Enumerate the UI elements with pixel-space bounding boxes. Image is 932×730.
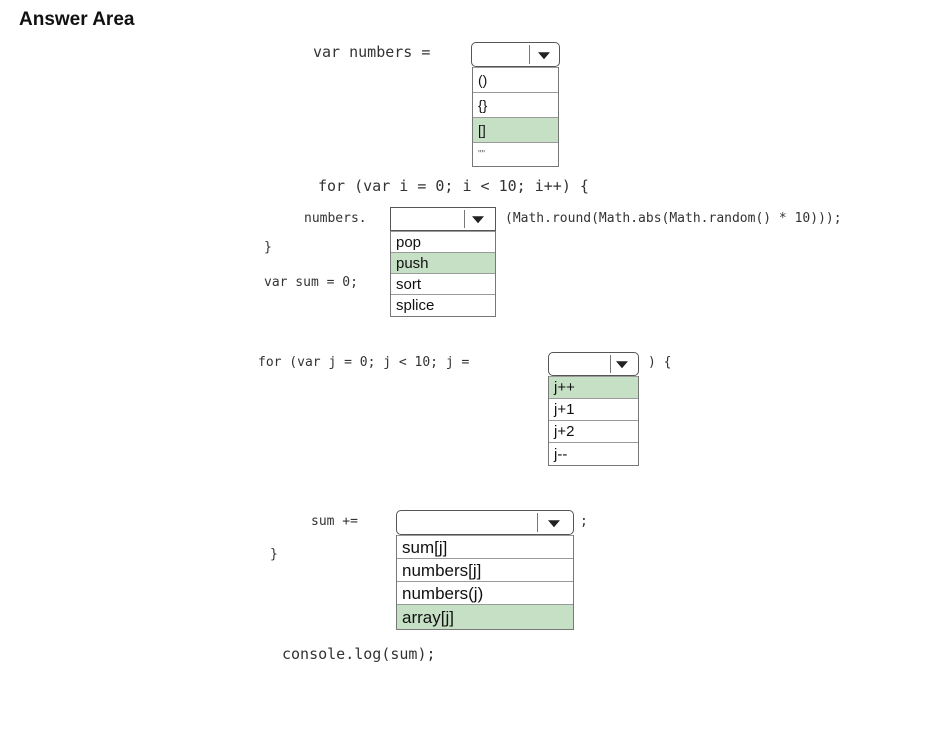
code-sum-plus-equals: sum +=	[311, 514, 358, 529]
code-brace-close-1: }	[264, 240, 272, 255]
code-numbers-prefix: numbers.	[304, 211, 367, 226]
option-array-j[interactable]: array[j]	[397, 604, 573, 629]
code-numbers-suffix: (Math.round(Math.abs(Math.random() * 10)…	[505, 211, 842, 226]
code-console-log: console.log(sum);	[282, 645, 436, 663]
dropdown-separator	[537, 513, 538, 532]
code-sum-semicolon: ;	[580, 514, 588, 529]
chevron-down-icon	[548, 519, 560, 527]
chevron-down-icon	[616, 361, 628, 369]
option-sort[interactable]: sort	[391, 273, 495, 294]
option-push[interactable]: push	[391, 252, 495, 273]
code-var-sum: var sum = 0;	[264, 275, 358, 290]
sum-operand-dropdown: sum[j] numbers[j] numbers(j) array[j]	[396, 510, 574, 630]
code-var-numbers: var numbers =	[313, 43, 431, 61]
code-brace-close-2: }	[270, 547, 278, 562]
numbers-init-dropdown: () {} [] ""	[471, 42, 560, 167]
option-j-plus-1[interactable]: j+1	[549, 398, 638, 420]
option-braces[interactable]: {}	[473, 92, 558, 117]
option-empty-string[interactable]: ""	[473, 142, 558, 166]
numbers-init-select[interactable]	[471, 42, 560, 67]
code-for-i: for (var i = 0; i < 10; i++) {	[318, 177, 589, 195]
loop-increment-dropdown: j++ j+1 j+2 j--	[548, 352, 639, 466]
option-pop[interactable]: pop	[391, 231, 495, 252]
option-brackets[interactable]: []	[473, 117, 558, 142]
chevron-down-icon	[472, 216, 484, 224]
option-parentheses[interactable]: ()	[473, 67, 558, 92]
option-numbers-paren-j[interactable]: numbers(j)	[397, 581, 573, 604]
sum-operand-options: sum[j] numbers[j] numbers(j) array[j]	[396, 535, 574, 630]
dropdown-separator	[529, 45, 530, 64]
option-j-minus-minus[interactable]: j--	[549, 442, 638, 465]
option-j-plus-2[interactable]: j+2	[549, 420, 638, 442]
option-numbers-bracket-j[interactable]: numbers[j]	[397, 558, 573, 581]
dropdown-separator	[610, 355, 611, 373]
option-splice[interactable]: splice	[391, 294, 495, 316]
option-sum-j[interactable]: sum[j]	[397, 535, 573, 558]
array-method-options: pop push sort splice	[390, 231, 496, 317]
dropdown-separator	[464, 210, 465, 228]
numbers-init-options: () {} [] ""	[472, 67, 559, 167]
option-j-plus-plus[interactable]: j++	[549, 376, 638, 398]
chevron-down-icon	[538, 51, 550, 59]
array-method-select[interactable]	[390, 207, 496, 231]
loop-increment-options: j++ j+1 j+2 j--	[548, 376, 639, 466]
code-for-j: for (var j = 0; j < 10; j =	[258, 355, 470, 370]
code-for-j-suffix: ) {	[648, 355, 672, 370]
loop-increment-select[interactable]	[548, 352, 639, 376]
sum-operand-select[interactable]	[396, 510, 574, 535]
array-method-dropdown: pop push sort splice	[390, 207, 496, 317]
answer-area-title: Answer Area	[19, 9, 135, 30]
